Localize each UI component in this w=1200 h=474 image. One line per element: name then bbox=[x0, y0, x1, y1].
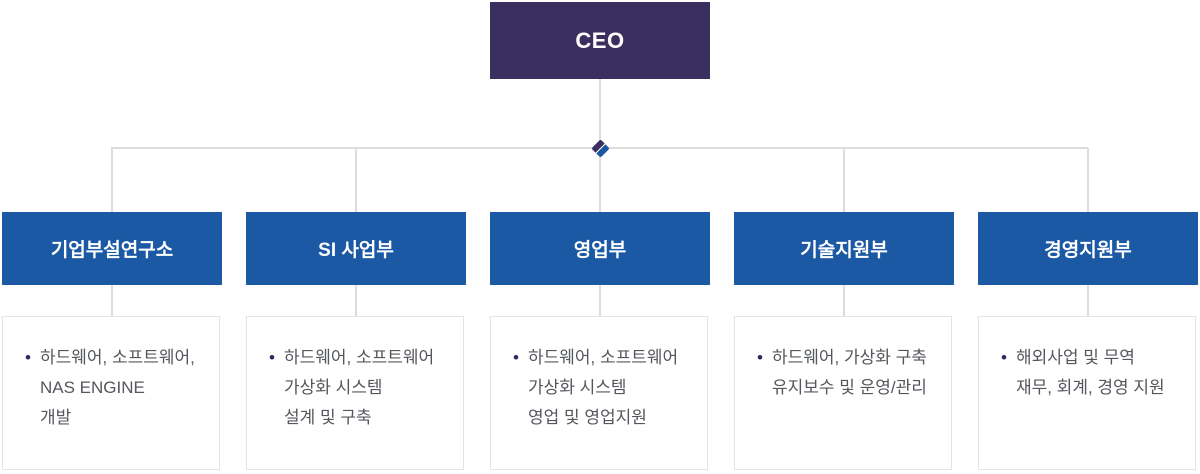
ceo-label: CEO bbox=[575, 27, 625, 53]
connector-drop-line bbox=[111, 148, 113, 212]
bullet-icon: • bbox=[25, 348, 31, 367]
department-title: 경영지원부 bbox=[1044, 240, 1132, 261]
department-detail-box: • 하드웨어, 소프트웨어, NAS ENGINE 개발 bbox=[2, 316, 220, 470]
detail-lines: 해외사업 및 무역 재무, 회계, 경영 지원 bbox=[1016, 343, 1165, 403]
detail-line: 하드웨어, 가상화 구축 bbox=[771, 348, 927, 367]
detail-line: 가상화 시스템 bbox=[527, 378, 627, 397]
department-title: SI 사업부 bbox=[318, 240, 394, 261]
connector-drop-line bbox=[843, 148, 845, 212]
detail-list-item: • 하드웨어, 소프트웨어, NAS ENGINE 개발 bbox=[25, 343, 205, 433]
department-box-tech-support: 기술지원부 bbox=[734, 212, 954, 285]
bullet-icon: • bbox=[757, 348, 763, 367]
department-column: 기술지원부 • 하드웨어, 가상화 구축 유지보수 및 운영/관리 bbox=[734, 212, 954, 474]
detail-list-item: • 하드웨어, 소프트웨어 가상화 시스템 설계 및 구축 bbox=[269, 343, 449, 433]
detail-lines: 하드웨어, 소프트웨어 가상화 시스템 설계 및 구축 bbox=[284, 343, 434, 433]
detail-line: 하드웨어, 소프트웨어 bbox=[283, 348, 435, 367]
department-title: 영업부 bbox=[573, 240, 627, 261]
detail-lines: 하드웨어, 가상화 구축 유지보수 및 운영/관리 bbox=[772, 343, 927, 403]
department-box-si-business: SI 사업부 bbox=[246, 212, 466, 285]
detail-line: 설계 및 구축 bbox=[283, 408, 372, 427]
connector-dept-stub bbox=[355, 285, 357, 316]
connector-drop-line bbox=[599, 148, 601, 212]
connector-dept-stub bbox=[599, 285, 601, 316]
connector-drop-line bbox=[1087, 148, 1089, 212]
detail-lines: 하드웨어, 소프트웨어, NAS ENGINE 개발 bbox=[40, 343, 195, 433]
detail-list-item: • 해외사업 및 무역 재무, 회계, 경영 지원 bbox=[1001, 343, 1181, 403]
bullet-icon: • bbox=[513, 348, 519, 367]
department-box-sales: 영업부 bbox=[490, 212, 710, 285]
detail-line: 개발 bbox=[39, 408, 72, 427]
detail-line: 하드웨어, 소프트웨어 bbox=[527, 348, 679, 367]
detail-list-item: • 하드웨어, 소프트웨어 가상화 시스템 영업 및 영업지원 bbox=[513, 343, 693, 433]
detail-line: 영업 및 영업지원 bbox=[527, 408, 647, 427]
detail-line: 재무, 회계, 경영 지원 bbox=[1015, 378, 1165, 397]
junction-diamond-icon bbox=[591, 139, 610, 158]
detail-line: 가상화 시스템 bbox=[283, 378, 383, 397]
department-title: 기업부설연구소 bbox=[50, 240, 174, 261]
department-column: 영업부 • 하드웨어, 소프트웨어 가상화 시스템 영업 및 영업지원 bbox=[490, 212, 710, 474]
department-column: SI 사업부 • 하드웨어, 소프트웨어 가상화 시스템 설계 및 구축 bbox=[246, 212, 466, 474]
department-detail-box: • 하드웨어, 소프트웨어 가상화 시스템 영업 및 영업지원 bbox=[490, 316, 708, 470]
connector-dept-stub bbox=[1087, 285, 1089, 316]
connector-dept-stub bbox=[111, 285, 113, 316]
department-detail-box: • 하드웨어, 소프트웨어 가상화 시스템 설계 및 구축 bbox=[246, 316, 464, 470]
detail-line: 해외사업 및 무역 bbox=[1015, 348, 1135, 367]
department-detail-box: • 하드웨어, 가상화 구축 유지보수 및 운영/관리 bbox=[734, 316, 952, 470]
detail-list-item: • 하드웨어, 가상화 구축 유지보수 및 운영/관리 bbox=[757, 343, 937, 403]
detail-lines: 하드웨어, 소프트웨어 가상화 시스템 영업 및 영업지원 bbox=[528, 343, 678, 433]
bullet-icon: • bbox=[1001, 348, 1007, 367]
connector-ceo-stub bbox=[599, 79, 601, 148]
detail-line: NAS ENGINE bbox=[39, 378, 145, 397]
department-column: 경영지원부 • 해외사업 및 무역 재무, 회계, 경영 지원 bbox=[978, 212, 1198, 474]
ceo-box: CEO bbox=[490, 2, 710, 79]
department-box-research: 기업부설연구소 bbox=[2, 212, 222, 285]
connector-drop-line bbox=[355, 148, 357, 212]
detail-line: 유지보수 및 운영/관리 bbox=[771, 378, 927, 397]
connector-dept-stub bbox=[843, 285, 845, 316]
department-box-management-support: 경영지원부 bbox=[978, 212, 1198, 285]
bullet-icon: • bbox=[269, 348, 275, 367]
department-column: 기업부설연구소 • 하드웨어, 소프트웨어, NAS ENGINE 개발 bbox=[2, 212, 222, 474]
department-detail-box: • 해외사업 및 무역 재무, 회계, 경영 지원 bbox=[978, 316, 1196, 470]
detail-line: 하드웨어, 소프트웨어, bbox=[39, 348, 195, 367]
department-title: 기술지원부 bbox=[800, 240, 888, 261]
